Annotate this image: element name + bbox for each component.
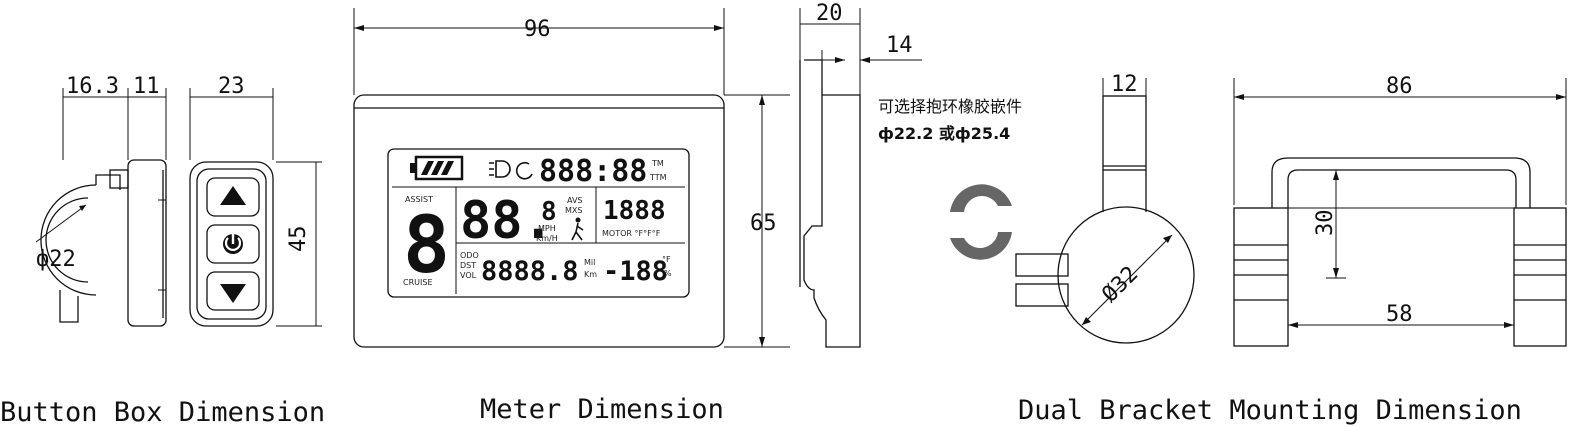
lcd-vol-label: VOL: [460, 271, 477, 280]
walk-assist-icon: [571, 217, 584, 241]
lcd-kmh-label: Km/H: [536, 234, 558, 243]
button-box-side-view: ф22 16.3 11: [35, 74, 167, 327]
lcd-tm-label: TM: [651, 159, 664, 168]
lcd-speed-digits: 88.: [460, 191, 554, 251]
lcd-pct-label: %: [664, 269, 672, 278]
lcd-temp-digits: -188: [603, 256, 668, 287]
lcd-time-digits: 888:88: [539, 154, 647, 189]
clamp-diameter-label: ф22: [36, 247, 76, 272]
bracket-width-label: 12: [1111, 72, 1138, 97]
lcd-mxs-label: MXS: [565, 206, 582, 215]
lcd-mph-label: MPH: [538, 224, 556, 233]
lcd-odo-label: ODO: [460, 251, 479, 260]
lcd-small-digit: 8: [541, 197, 557, 227]
lcd-mil-label: Mil: [584, 258, 595, 267]
bracket-side-view: 12 Ø32: [1015, 72, 1195, 344]
down-arrow-icon: [220, 284, 246, 303]
lcd-cruise-label: CRUISE: [403, 278, 433, 287]
down-button[interactable]: [206, 271, 260, 311]
body-width-label: 11: [133, 74, 160, 99]
face-width-label: 23: [218, 74, 245, 99]
box-height-label: 45: [286, 226, 311, 253]
bracket-total-width-label: 86: [1386, 74, 1413, 99]
battery-icon: [410, 155, 464, 181]
lcd-avs-label: AVS: [567, 196, 583, 205]
meter-depth-label: 20: [816, 1, 843, 26]
bracket-front-view: 86 30 58: [1233, 74, 1567, 347]
button-box-front-view: 23 45: [189, 74, 322, 327]
bracket-diameter-label: Ø32: [1097, 262, 1143, 308]
meter-depth-inner-label: 14: [886, 33, 913, 58]
meter-side-view: 20 14: [799, 1, 922, 348]
refresh-icon: [515, 161, 533, 180]
power-button[interactable]: [206, 224, 260, 264]
bracket-inner-width-label: 58: [1386, 302, 1413, 327]
headlight-icon: [489, 160, 511, 178]
lcd-motor-label: MOTOR °F°F°F: [602, 229, 661, 238]
lcd-km-label: Km: [584, 270, 597, 279]
power-icon: [223, 234, 243, 254]
caption-bracket: Dual Bracket Mounting Dimension: [1018, 395, 1522, 426]
meter-height-label: 65: [750, 211, 777, 236]
caption-button-box: Button Box Dimension: [0, 397, 325, 427]
lcd-trip-digits: 8888.8: [481, 256, 579, 287]
rubber-insert-icon: [950, 184, 1012, 260]
rubber-insert-note: 可选择抱环橡胶嵌件: [878, 97, 1022, 116]
lcd-deg-label: °F: [662, 255, 671, 264]
lcd-ttm-label: TTM: [649, 173, 667, 182]
up-button[interactable]: [206, 177, 260, 217]
rubber-insert-sizes: ф22.2 或ф25.4: [878, 124, 1010, 143]
caption-meter: Meter Dimension: [480, 394, 724, 425]
lcd-assist-label: ASSIST: [405, 195, 433, 204]
lcd-assist-digit: 8: [403, 201, 450, 291]
meter-front-view: 96 65: [353, 8, 790, 348]
up-arrow-icon: [220, 186, 246, 205]
lcd-screen: 888:88 TM TTM ASSIST 8 CRUISE 88. 8 AVS …: [387, 148, 690, 298]
bracket-height-label: 30: [1313, 210, 1338, 237]
clamp-width-label: 16.3: [66, 74, 119, 99]
meter-width-label: 96: [524, 17, 551, 42]
lcd-dst-label: DST: [460, 261, 476, 270]
lcd-power-digits: 1888: [603, 196, 666, 226]
